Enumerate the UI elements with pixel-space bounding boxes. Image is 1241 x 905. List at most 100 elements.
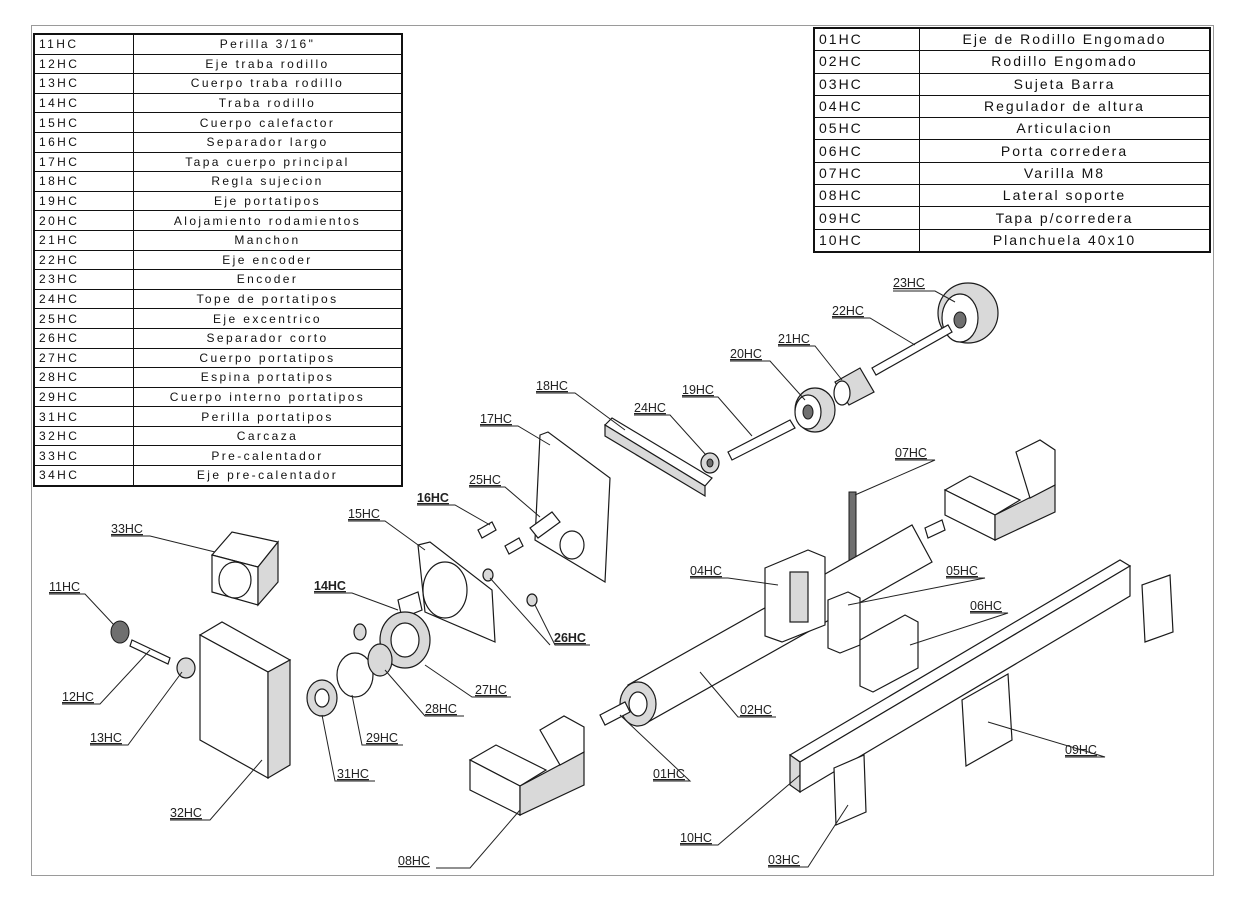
callout-17hc: 17HC — [480, 412, 512, 426]
part-description: Tapa p/corredera — [919, 206, 1211, 230]
part-description: Pre-calentador — [133, 445, 403, 467]
part-description: Lateral soporte — [919, 184, 1211, 208]
part-code: 09HC — [813, 206, 920, 230]
part-description: Planchuela 40x10 — [919, 228, 1211, 253]
part-code: 29HC — [33, 386, 134, 408]
callout-18hc: 18HC — [536, 379, 568, 393]
part-inner-type-holder — [336, 643, 393, 698]
part-bearing-housing — [794, 387, 836, 433]
callout-33hc: 33HC — [111, 522, 143, 536]
part-description: Cuerpo calefactor — [133, 112, 403, 133]
part-code: 34HC — [33, 465, 134, 487]
part-description: Traba rodillo — [133, 92, 403, 114]
callout-12hc: 12HC — [62, 690, 94, 704]
callout-31hc: 31HC — [337, 767, 369, 781]
part-code: 31HC — [33, 406, 134, 427]
part-housing — [198, 621, 292, 780]
part-code: 23HC — [33, 269, 134, 290]
part-slide-cover — [961, 574, 1174, 767]
part-type-holder-body — [379, 611, 431, 669]
callout-11hc: 11HC — [49, 580, 80, 594]
part-type-holder-knob — [306, 679, 338, 717]
part-code: 11HC — [33, 33, 134, 55]
part-description: Regla sujecion — [133, 171, 403, 192]
callout-16hc: 16HC — [417, 491, 449, 505]
part-description: Varilla M8 — [919, 161, 1211, 186]
callout-labels: 23HC 22HC 21HC 20HC 19HC 24HC 18HC 17HC … — [49, 276, 1097, 868]
part-description: Rodillo Engomado — [919, 50, 1211, 74]
callout-27hc: 27HC — [475, 683, 507, 697]
part-code: 10HC — [813, 228, 920, 253]
callout-13hc: 13HC — [90, 731, 122, 745]
part-joint — [827, 591, 861, 654]
callout-26hc: 26HC — [554, 631, 586, 645]
drawing-frame — [31, 25, 1214, 876]
callout-21hc: 21HC — [778, 332, 810, 346]
part-coupling — [833, 367, 875, 406]
callout-29hc: 29HC — [366, 731, 398, 745]
part-code: 08HC — [813, 184, 920, 208]
part-description: Espina portatipos — [133, 367, 403, 388]
part-pre-heater — [210, 531, 280, 607]
part-description: Eje pre-calentador — [133, 465, 403, 487]
part-heater-body — [417, 541, 496, 643]
callout-14hc: 14HC — [314, 579, 346, 593]
callout-05hc: 05HC — [946, 564, 978, 578]
callout-02hc: 02HC — [740, 703, 772, 717]
callout-22hc: 22HC — [832, 304, 864, 318]
part-code: 03HC — [813, 72, 920, 96]
callout-24hc: 24HC — [634, 401, 666, 415]
callout-23hc: 23HC — [893, 276, 925, 290]
callout-03hc: 03HC — [768, 853, 800, 867]
part-flat-bar — [788, 559, 1132, 794]
callout-20hc: 20HC — [730, 347, 762, 361]
callout-01hc: 01HC — [653, 767, 685, 781]
part-clamping-ruler — [604, 417, 713, 498]
part-code: 04HC — [813, 94, 920, 119]
callout-04hc: 04HC — [690, 564, 722, 578]
callout-15hc: 15HC — [348, 507, 380, 521]
callout-19hc: 19HC — [682, 383, 714, 397]
part-lateral-support-front — [468, 715, 585, 816]
part-type-holder-stop — [700, 452, 720, 474]
part-code: 21HC — [33, 229, 134, 251]
callout-10hc: 10HC — [680, 831, 712, 845]
part-lateral-support-back — [943, 439, 1056, 541]
part-code: 16HC — [33, 131, 134, 153]
part-roller-shaft — [599, 519, 946, 726]
part-height-regulator — [764, 549, 826, 643]
part-eccentric-shaft — [529, 511, 561, 539]
callout-06hc: 06HC — [970, 599, 1002, 613]
part-short-spacers — [482, 568, 538, 607]
part-description: Separador largo — [133, 131, 403, 153]
part-encoder — [937, 282, 999, 344]
part-type-holder-shaft — [727, 419, 796, 461]
part-description: Perilla 3/16" — [133, 33, 403, 55]
part-code: 05HC — [813, 117, 920, 141]
part-description: Articulacion — [919, 117, 1211, 141]
leader-lines — [49, 290, 1106, 869]
